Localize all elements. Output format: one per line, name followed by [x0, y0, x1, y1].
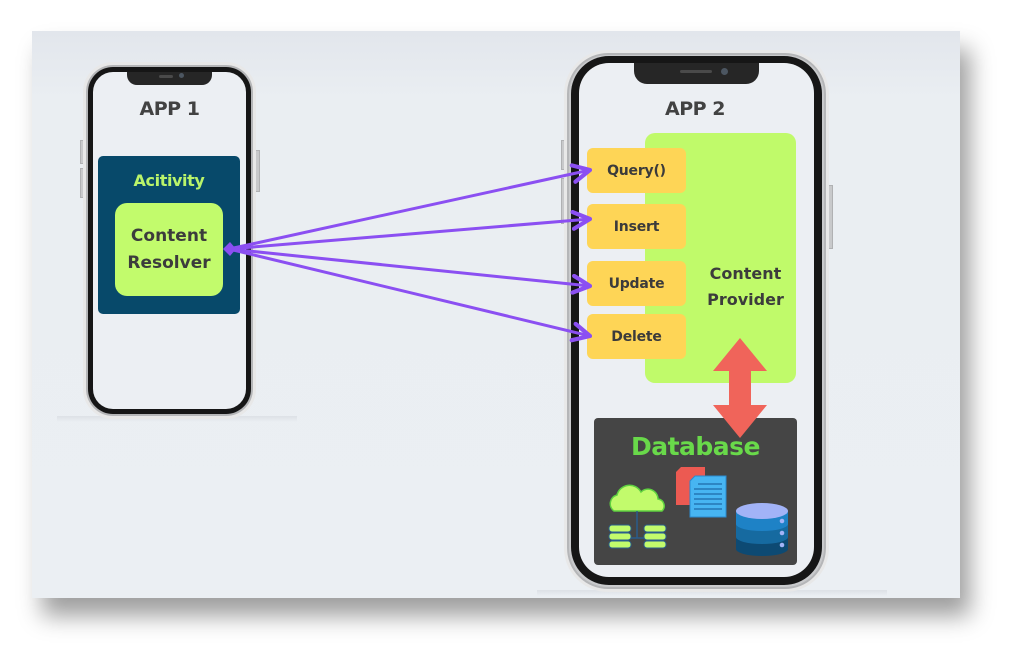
activity-label: Acitivity: [133, 171, 205, 190]
phone1-camera: [179, 73, 184, 78]
database-box: Database: [594, 418, 797, 565]
operation-update: Update: [587, 261, 686, 306]
phone1-notch: [127, 72, 212, 85]
operation-insert: Insert: [587, 204, 686, 249]
phone2-speaker: [680, 70, 712, 73]
phone2-notch: [634, 63, 759, 84]
operation-query: Query(): [587, 148, 686, 193]
content-resolver-box: Content Resolver: [115, 203, 223, 296]
phone1-speaker: [159, 75, 173, 78]
phone2-floor-shadow: [537, 590, 887, 596]
phone1-floor-shadow: [57, 416, 297, 422]
operation-delete: Delete: [587, 314, 686, 359]
content-provider-label: Content Provider: [695, 261, 796, 313]
content-provider-label-line2: Provider: [707, 290, 784, 309]
database-label: Database: [630, 432, 761, 461]
app2-title: APP 2: [665, 98, 725, 120]
content-resolver-label-line1: Content: [130, 225, 208, 246]
content-provider-label-line1: Content: [709, 264, 782, 283]
content-resolver-label-line2: Resolver: [127, 252, 211, 273]
app1-title: APP 1: [139, 98, 200, 120]
phone2-camera: [721, 68, 728, 75]
